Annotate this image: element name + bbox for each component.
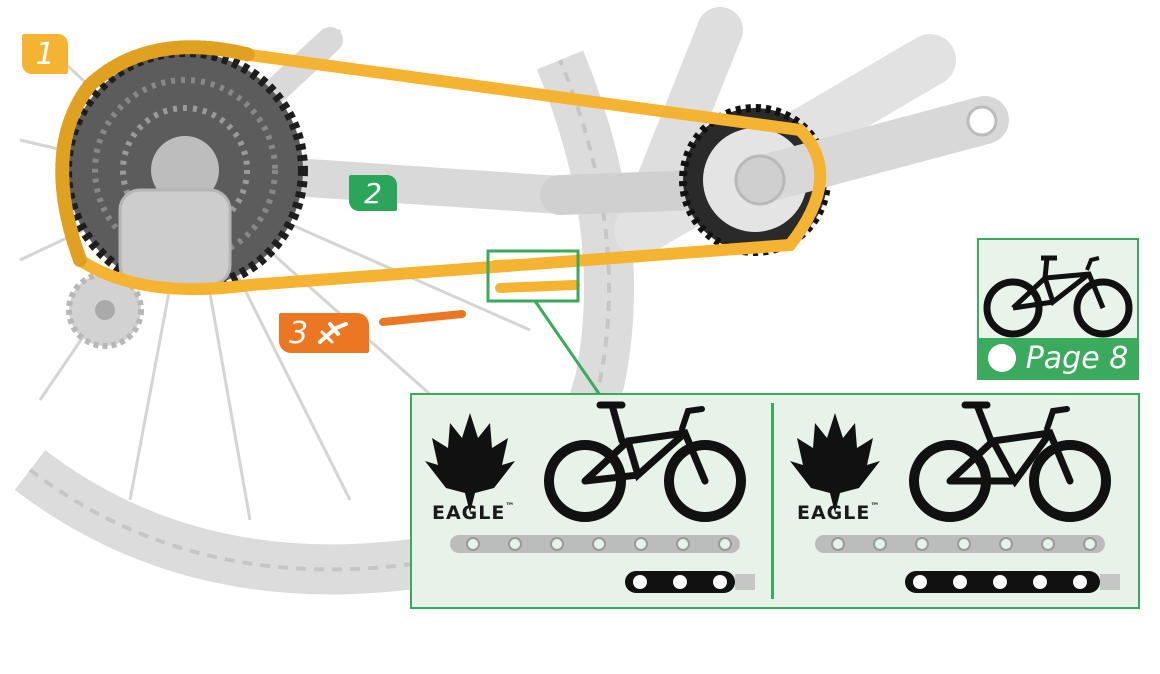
step-2-label: 2 <box>364 176 382 210</box>
zoom-target-box <box>486 249 580 303</box>
chain-tool-icon <box>318 322 349 344</box>
full-suspension-bike-left <box>544 401 746 522</box>
chain-path-highlight <box>55 40 827 296</box>
trademark-left: ™ <box>505 502 516 512</box>
crank-arm <box>734 96 1009 206</box>
step-2-badge: 2 <box>349 175 397 211</box>
trademark-right: ™ <box>870 502 881 512</box>
chain-link-detail <box>490 257 580 293</box>
bike-info-icon <box>987 344 1016 372</box>
eagle-logo-left <box>425 413 515 513</box>
step-3-label: 3 <box>289 315 309 351</box>
comparison-divider <box>771 403 774 599</box>
chain-before-right <box>815 535 1105 553</box>
eagle-brand-right: EAGLE™ <box>797 502 880 524</box>
chain-after-right <box>905 571 1120 593</box>
step-1-badge: 1 <box>22 34 68 74</box>
rear-derailleur <box>66 188 232 349</box>
hardtail-bike-right <box>909 401 1111 522</box>
full-suspension-bike-icon <box>983 255 1133 338</box>
chain-before-left <box>450 535 740 553</box>
eagle-brand-left: EAGLE™ <box>432 502 515 524</box>
page-reference-card[interactable]: Page 8 <box>977 238 1139 380</box>
eagle-logo-right <box>790 413 880 513</box>
eagle-text-left: EAGLE <box>432 502 506 524</box>
page-reference-bar[interactable]: Page 8 <box>979 338 1137 378</box>
step-1-label: 1 <box>35 36 55 72</box>
chain-tool-indicator <box>379 310 466 326</box>
page-reference-label: Page 8 <box>1025 340 1129 376</box>
eagle-text-right: EAGLE <box>797 502 871 524</box>
chain-after-left <box>625 571 755 593</box>
zoom-connector-line <box>533 300 602 396</box>
comparison-graphics <box>425 401 1120 593</box>
step-3-badge: 3 <box>279 313 369 353</box>
